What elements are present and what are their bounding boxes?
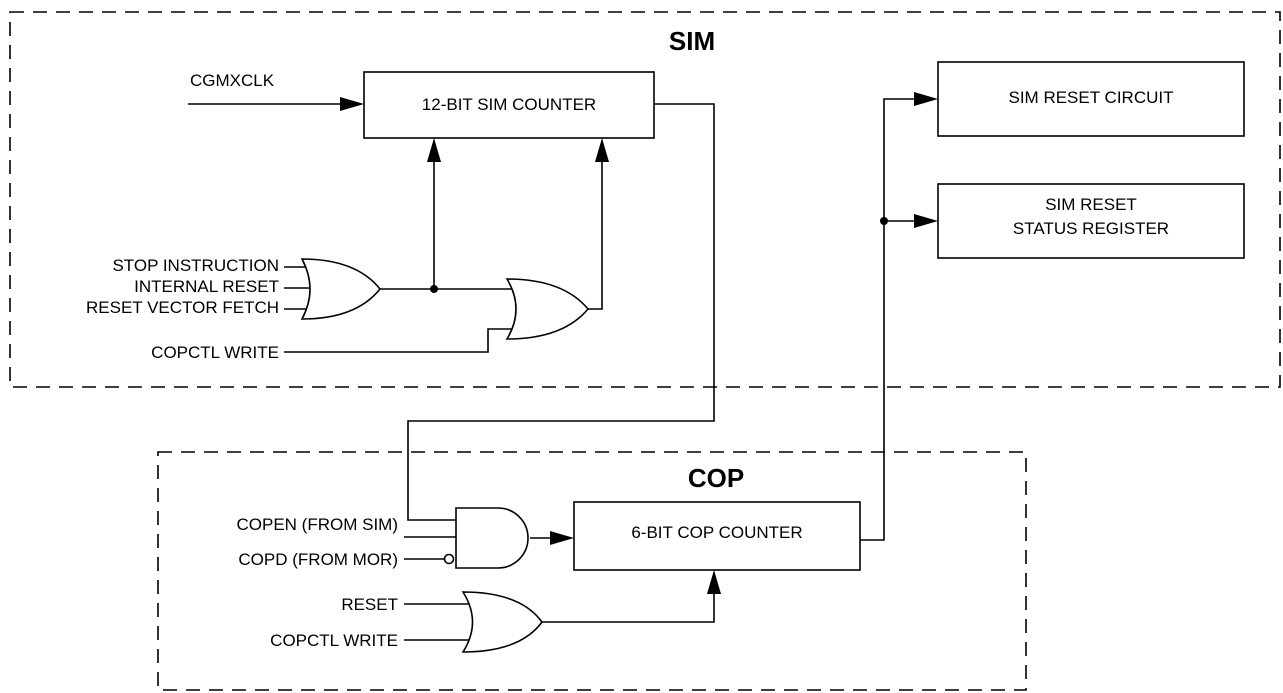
cop-counter-label: 6-BIT COP COUNTER [631,523,802,542]
reset-label: RESET [341,595,398,614]
copctl-write-cop-label: COPCTL WRITE [270,631,398,650]
or2-to-counter-wire [588,162,603,310]
reset-circuit-arrowhead [914,92,938,106]
copctl-write-sim-label: COPCTL WRITE [151,343,279,362]
junction-dot-cop-output [880,217,888,225]
status-register-arrowhead [914,214,938,228]
sim-reset-status-label-line2: STATUS REGISTER [1013,219,1169,238]
cgmxclk-arrowhead [340,97,364,111]
reset-vector-fetch-label: RESET VECTOR FETCH [86,298,279,317]
sim-region-boundary [9,11,1281,388]
sim-reset-circuit-block [937,61,1245,137]
cop-region-title: COP [688,463,744,493]
copd-inversion-bubble [443,553,455,565]
or3-to-cop-counter-arrowhead [707,570,721,594]
cop-timeout-wire [860,98,914,541]
or3-to-cop-counter-wire [542,594,715,623]
copd-label: COPD (FROM MOR) [238,550,398,569]
sim-reset-status-label-line1: SIM RESET [1045,195,1137,214]
or1-to-counter-arrowhead [427,138,441,162]
and-output-arrowhead [550,531,574,545]
stop-instruction-label: STOP INSTRUCTION [112,256,279,275]
and-gate [455,507,529,569]
sim-counter-label: 12-BIT SIM COUNTER [422,95,596,114]
or-gate-1 [300,258,382,320]
sim-counter-block [363,71,655,139]
or-gate-2 [505,278,590,340]
sim-reset-circuit-label: SIM RESET CIRCUIT [1009,88,1174,107]
internal-reset-label: INTERNAL RESET [134,277,279,296]
copctl-write-sim-wire [284,328,514,353]
sim-reset-status-register-block [937,183,1245,259]
or-gate-3 [461,591,543,653]
sim-region-title: SIM [669,26,715,56]
cop-region-boundary [157,451,1027,691]
cgmxclk-label: CGMXCLK [190,71,275,90]
or2-to-counter-arrowhead [595,138,609,162]
sim-counter-overflow-wire [407,103,715,521]
cop-counter-block [573,501,861,571]
copen-label: COPEN (FROM SIM) [237,515,399,534]
